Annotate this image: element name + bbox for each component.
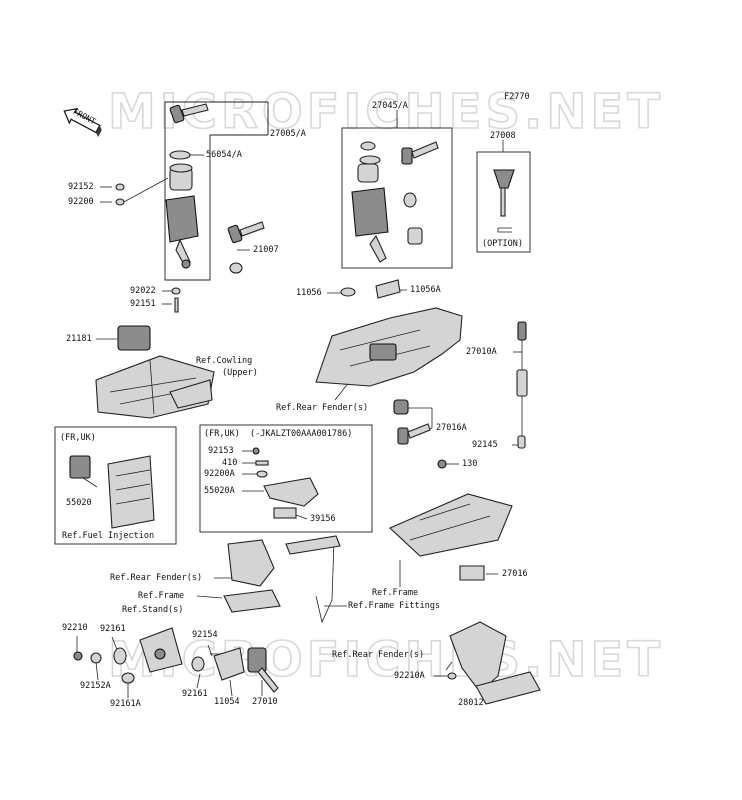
bracket-27016 [389, 459, 513, 581]
callout-130: 130 [462, 459, 478, 469]
callout-92200: 92200 [68, 197, 94, 207]
ecu-55020 [69, 455, 155, 529]
label-fr-uk-2: (FR,UK) [204, 429, 240, 439]
ref-rear-fender-3: Ref.Rear Fender(s) [332, 650, 425, 660]
callout-92022: 92022 [130, 286, 156, 296]
label-fr-uk-1: (FR,UK) [60, 433, 96, 443]
callout-92152: 92152 [68, 182, 94, 192]
callout-55020A: 55020A [204, 486, 235, 496]
callout-28012: 28012 [458, 698, 484, 708]
label-serial-range: (-JKALZT00AAA001786) [250, 429, 353, 439]
front-arrow-icon [63, 107, 102, 137]
serial-box-parts [252, 447, 319, 519]
box-fr-uk [54, 426, 177, 545]
rear-fender-middle [223, 535, 341, 624]
callout-option: (OPTION) [482, 239, 523, 249]
callout-21181: 21181 [66, 334, 92, 344]
ref-fuel-injection: Ref.Fuel Injection [62, 531, 155, 541]
callout-55020: 55020 [66, 498, 92, 508]
callout-27005A: 27005/A [270, 129, 306, 139]
ref-frame-fittings: Ref.Frame Fittings [348, 601, 441, 611]
box-27008 [476, 151, 531, 253]
cowling-bracket [95, 325, 215, 419]
callout-21007: 21007 [253, 245, 279, 255]
callout-11056: 11056 [296, 288, 322, 298]
ignition-switch-27045 [351, 141, 439, 263]
callout-92161A: 92161A [110, 699, 141, 709]
figure-code: F2770 [504, 92, 530, 102]
switch-27016A [393, 399, 431, 445]
callout-56054A: 56054/A [206, 150, 242, 160]
ignition-switch-bracket [164, 101, 269, 281]
ref-frame-1: Ref.Frame [372, 588, 419, 598]
ignition-switch-left [115, 103, 209, 313]
ref-rear-fender-1: Ref.Rear Fender(s) [276, 403, 369, 413]
callout-92154: 92154 [192, 630, 218, 640]
callout-92145: 92145 [472, 440, 498, 450]
callout-27010A: 27010A [466, 347, 497, 357]
ref-rear-fender-2: Ref.Rear Fender(s) [110, 573, 203, 583]
callout-27016: 27016 [502, 569, 528, 579]
callout-410: 410 [222, 458, 238, 468]
callout-27010: 27010 [252, 697, 278, 707]
callout-92152A: 92152A [80, 681, 111, 691]
callout-92151: 92151 [130, 299, 156, 309]
callout-92200A: 92200A [204, 469, 235, 479]
callout-92153: 92153 [208, 446, 234, 456]
callout-27045A: 27045/A [372, 101, 408, 111]
callout-27008: 27008 [490, 131, 516, 141]
ref-cowling-upper: (Upper) [222, 368, 258, 378]
callout-11056A: 11056A [410, 285, 441, 295]
callout-92210A: 92210A [394, 671, 425, 681]
callout-92161-b: 92161 [182, 689, 208, 699]
fasteners-11056 [340, 279, 401, 299]
watermark-bottom: MICROFICHES.NET [108, 632, 664, 688]
box-fr-uk-serial [199, 424, 373, 533]
ref-stand: Ref.Stand(s) [122, 605, 184, 615]
callout-92210: 92210 [62, 623, 88, 633]
key-21007 [227, 221, 265, 274]
callout-92161-a: 92161 [100, 624, 126, 634]
callout-39156: 39156 [310, 514, 336, 524]
callout-27016A: 27016A [436, 423, 467, 433]
callout-11054: 11054 [214, 697, 240, 707]
harness-27010A [516, 321, 528, 449]
stand-parts [73, 627, 279, 693]
rear-fender-upper [315, 307, 463, 387]
rear-fender-lower [447, 621, 541, 705]
ref-frame-2: Ref.Frame [138, 591, 185, 601]
ref-cowling: Ref.Cowling [196, 356, 253, 366]
option-key-27008 [493, 169, 515, 233]
